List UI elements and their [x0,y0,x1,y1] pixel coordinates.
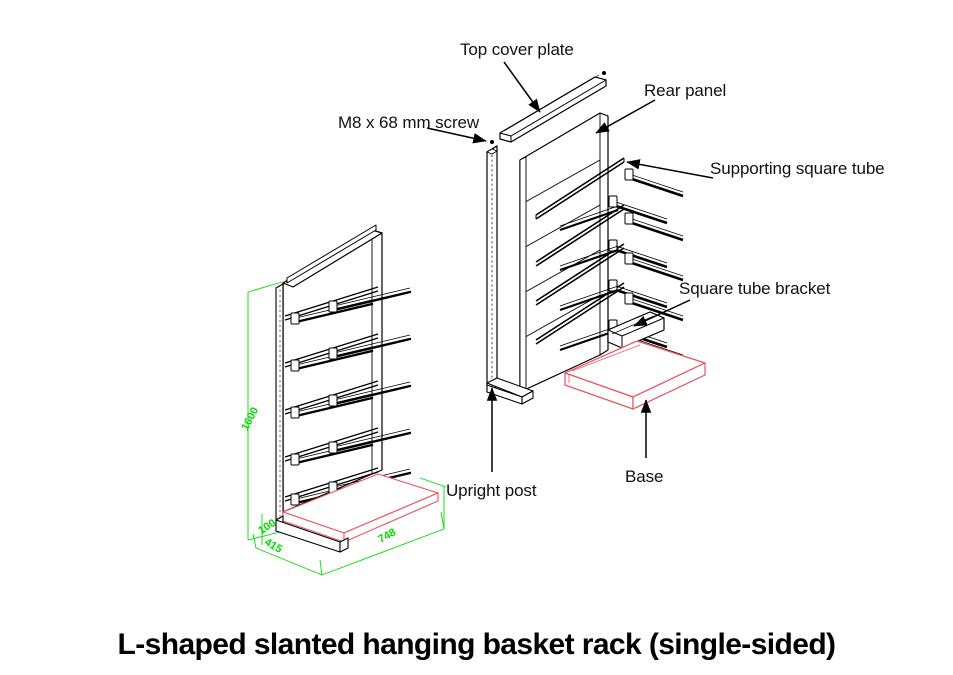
top-cover-plate-part [499,74,607,143]
callout-supporting-square-tube: Supporting square tube [710,159,885,178]
callout-base: Base [625,467,664,486]
inner-cross-tubes [559,205,619,352]
callout-upright-post: Upright post [446,481,537,500]
leader-rear-panel [595,99,656,134]
leader-lines [426,61,714,472]
callout-square-tube-bracket: Square tube bracket [679,279,831,298]
leader-top-cover-plate [503,61,541,113]
callout-m8-screw: M8 x 68 mm screw [338,113,480,132]
assembled-base [275,473,439,553]
dimension-lines [247,281,447,576]
base-part [564,340,706,410]
assembled-view [247,224,447,576]
leader-m8-screw [426,127,487,144]
callout-rear-panel: Rear panel [644,81,727,100]
figure-caption: L-shaped slanted hanging basket rack (si… [117,628,837,661]
leader-square-tube-bracket [633,299,691,327]
upright-post-part [486,145,534,405]
exploded-view [486,71,706,410]
rear-panel-part [519,112,609,393]
screw-markers [490,71,606,144]
callout-top-cover-plate: Top cover plate [460,40,574,59]
assembled-upright-post [275,283,284,521]
leader-supporting-square-tube [626,159,714,179]
